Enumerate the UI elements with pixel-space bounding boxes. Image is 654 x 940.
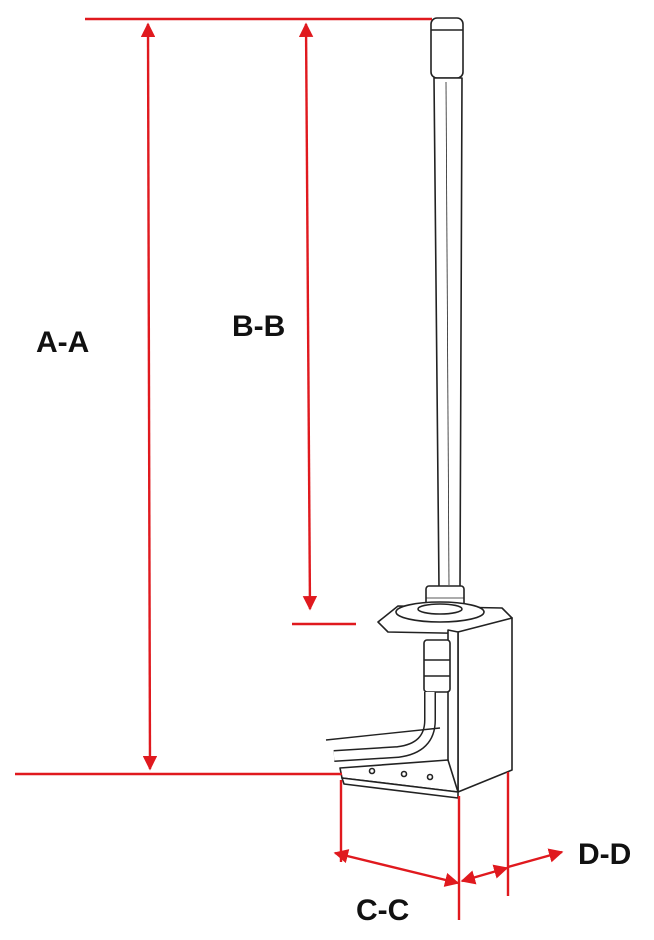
dimension-d-d xyxy=(460,772,564,896)
dimension-c-c-arrow xyxy=(333,849,460,887)
dimension-b-b-arrow xyxy=(298,22,318,611)
dimension-d-d-leader-arrow xyxy=(507,848,564,869)
antenna-drawing xyxy=(325,17,513,799)
antenna-bracket xyxy=(325,601,513,799)
dimension-lines xyxy=(15,17,564,920)
dimension-a-a-arrow xyxy=(140,22,158,771)
label-b-b: B-B xyxy=(232,310,285,343)
dimension-c-c xyxy=(333,780,461,920)
dimension-b-b xyxy=(292,22,356,626)
dimension-a-a xyxy=(15,17,432,776)
dimension-d-d-arrow xyxy=(460,864,509,885)
label-a-a: A-A xyxy=(36,326,89,359)
label-d-d: D-D xyxy=(578,838,631,871)
antenna-mast xyxy=(425,17,465,611)
label-c-c: C-C xyxy=(356,894,409,927)
